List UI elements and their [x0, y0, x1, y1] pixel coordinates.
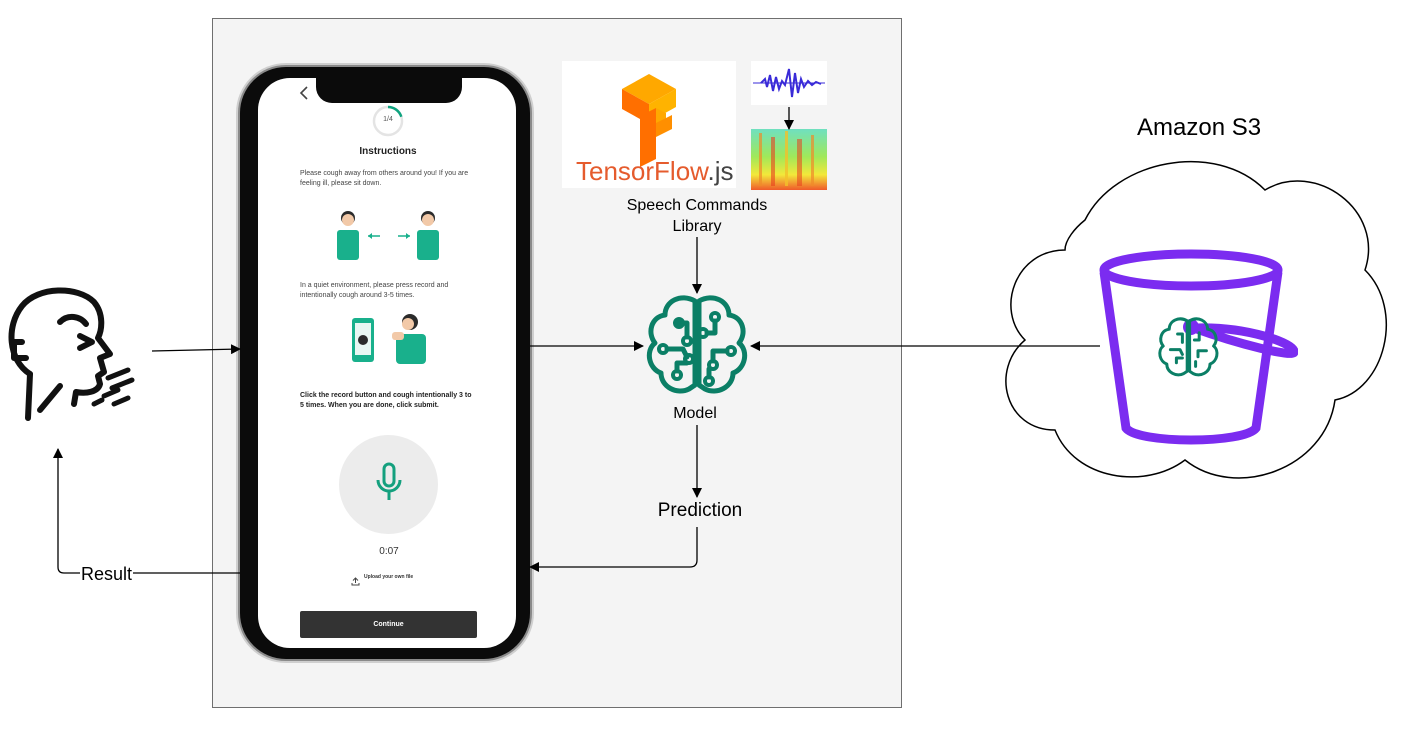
continue-button[interactable]: Continue	[300, 611, 477, 638]
phone-notch	[316, 75, 462, 103]
speech-commands-label: Speech Commands Library	[612, 195, 782, 237]
audio-waveform-icon	[751, 61, 827, 105]
upload-link[interactable]: Upload your own file	[351, 573, 431, 586]
prediction-label: Prediction	[657, 500, 743, 521]
instruction-text-2: In a quiet environment, please press rec…	[300, 282, 449, 299]
step-indicator: 1/4	[383, 116, 393, 123]
instruction-text-3: Click the record button and cough intent…	[300, 392, 472, 409]
tensorflow-js-suffix: .js	[707, 156, 734, 186]
phone-screen	[258, 78, 516, 648]
tensorflow-js-logo: TensorFlow.js	[562, 61, 736, 188]
record-timer: 0:07	[379, 546, 399, 557]
back-chevron-icon[interactable]	[298, 85, 310, 101]
tensorflow-text: TensorFlow	[576, 156, 708, 186]
upload-icon	[351, 573, 360, 591]
amazon-s3-label: Amazon S3	[1137, 114, 1262, 141]
speech-commands-line2: Library	[672, 218, 722, 235]
arrow-phone-to-result	[53, 448, 240, 574]
person-coughing-icon	[2, 282, 140, 422]
distance-illustration	[328, 206, 448, 262]
upload-link-label: Upload your own file	[364, 574, 414, 580]
instruction-text-1: Please cough away from others around you…	[300, 170, 469, 187]
speech-commands-line1: Speech Commands	[626, 197, 768, 214]
spectrogram-icon	[751, 129, 827, 190]
arrow-prediction-to-phone	[529, 527, 698, 572]
arrow-person-to-phone	[151, 344, 241, 355]
record-illustration	[348, 312, 432, 366]
ml-brain-icon	[643, 293, 751, 397]
result-label: Result	[80, 564, 134, 585]
s3-bucket-icon	[1098, 248, 1299, 448]
model-label: Model	[673, 405, 717, 422]
microphone-icon	[373, 462, 405, 504]
instructions-title: Instructions	[359, 146, 417, 157]
step-progress-ring	[371, 104, 405, 138]
